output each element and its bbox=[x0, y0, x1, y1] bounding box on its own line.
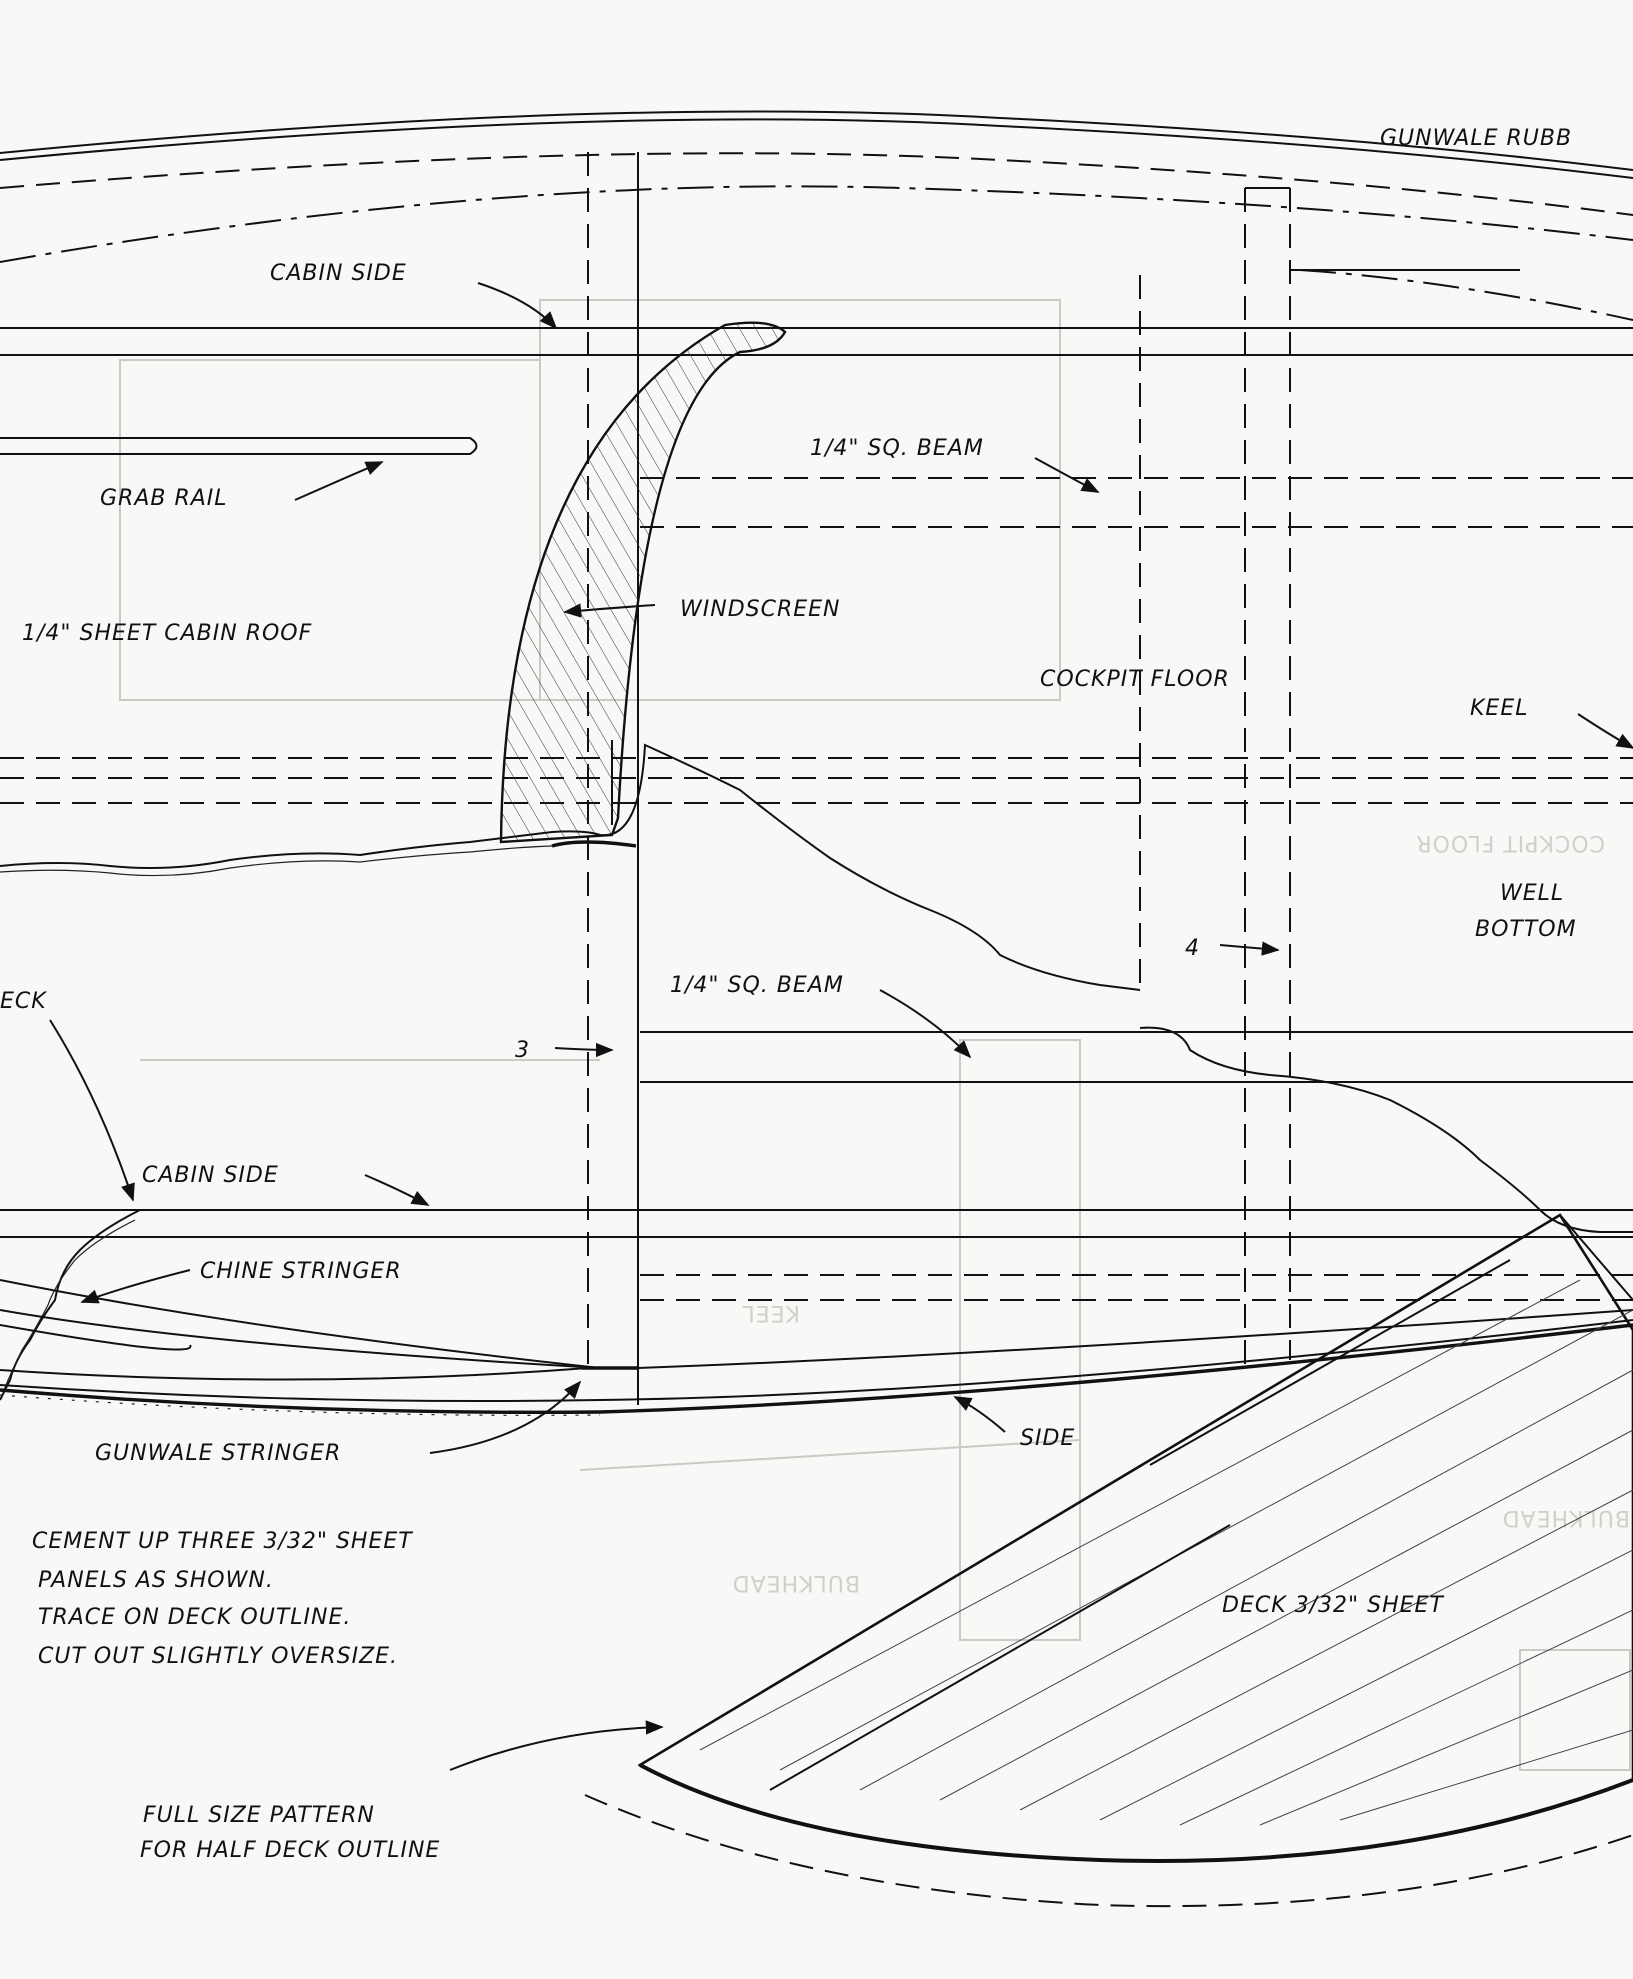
label-deck-partial: ECK bbox=[0, 989, 47, 1014]
label-beam-top: 1/4" SQ. BEAM bbox=[810, 436, 984, 461]
instruction-line-1: CEMENT UP THREE 3/32" SHEET bbox=[32, 1529, 413, 1554]
label-chine-stringer: CHINE STRINGER bbox=[200, 1259, 402, 1284]
ghost-bulkhead-2: BULKHEAD bbox=[1502, 1505, 1630, 1530]
instruction-line-2: PANELS AS SHOWN. bbox=[38, 1568, 274, 1593]
pattern-note: FULL SIZE PATTERN FOR HALF DECK OUTLINE bbox=[140, 1803, 440, 1863]
label-well: WELL bbox=[1500, 881, 1564, 906]
pattern-note-line-1: FULL SIZE PATTERN bbox=[143, 1803, 375, 1828]
leader-arrows bbox=[49, 282, 1633, 1771]
pattern-note-line-2: FOR HALF DECK OUTLINE bbox=[140, 1838, 440, 1863]
deck-pattern bbox=[584, 1213, 1633, 1908]
label-side: SIDE bbox=[1020, 1426, 1075, 1451]
label-frame-3: 3 bbox=[515, 1038, 530, 1063]
grab-rail bbox=[0, 437, 478, 455]
label-beam-mid: 1/4" SQ. BEAM bbox=[670, 973, 844, 998]
label-grab-rail: GRAB RAIL bbox=[100, 486, 228, 511]
label-sheet-cabin-roof: 1/4" SHEET CABIN ROOF bbox=[22, 621, 312, 646]
ghost-cockpit-floor: COCKPIT FLOOR bbox=[1415, 830, 1605, 855]
hull-side bbox=[0, 1279, 1633, 1416]
drawing-labels: GUNWALE RUBB CABIN SIDE 1/4" SQ. BEAM GR… bbox=[0, 126, 1577, 1618]
instruction-line-3: TRACE ON DECK OUTLINE. bbox=[38, 1605, 351, 1630]
ghost-bulkhead: BULKHEAD bbox=[732, 1570, 860, 1595]
label-cabin-side-top: CABIN SIDE bbox=[270, 261, 407, 286]
break-line-lower bbox=[1139, 1026, 1633, 1233]
ghost-keel: KEEL bbox=[742, 1300, 800, 1325]
windscreen bbox=[499, 321, 787, 844]
label-bottom: BOTTOM bbox=[1475, 917, 1577, 942]
label-cockpit-floor: COCKPIT FLOOR bbox=[1040, 667, 1230, 692]
break-line-upper bbox=[0, 743, 1141, 991]
instruction-line-4: CUT OUT SLIGHTLY OVERSIZE. bbox=[38, 1644, 398, 1669]
label-cabin-side-bottom: CABIN SIDE bbox=[142, 1163, 279, 1188]
gunwale-outline bbox=[0, 110, 1633, 321]
ghost-show-through: COCKPIT FLOOR KEEL BULKHEAD BULKHEAD bbox=[119, 299, 1631, 1771]
instruction-note: CEMENT UP THREE 3/32" SHEET PANELS AS SH… bbox=[32, 1529, 413, 1669]
label-frame-4: 4 bbox=[1185, 936, 1200, 961]
label-deck-sheet: DECK 3/32" SHEET bbox=[1222, 1593, 1444, 1618]
horizontal-members bbox=[0, 327, 1633, 1301]
label-keel: KEEL bbox=[1470, 696, 1528, 721]
label-gunwale-rubbing: GUNWALE RUBB bbox=[1380, 126, 1572, 151]
label-windscreen: WINDSCREEN bbox=[680, 597, 841, 622]
label-gunwale-stringer: GUNWALE STRINGER bbox=[95, 1441, 341, 1466]
